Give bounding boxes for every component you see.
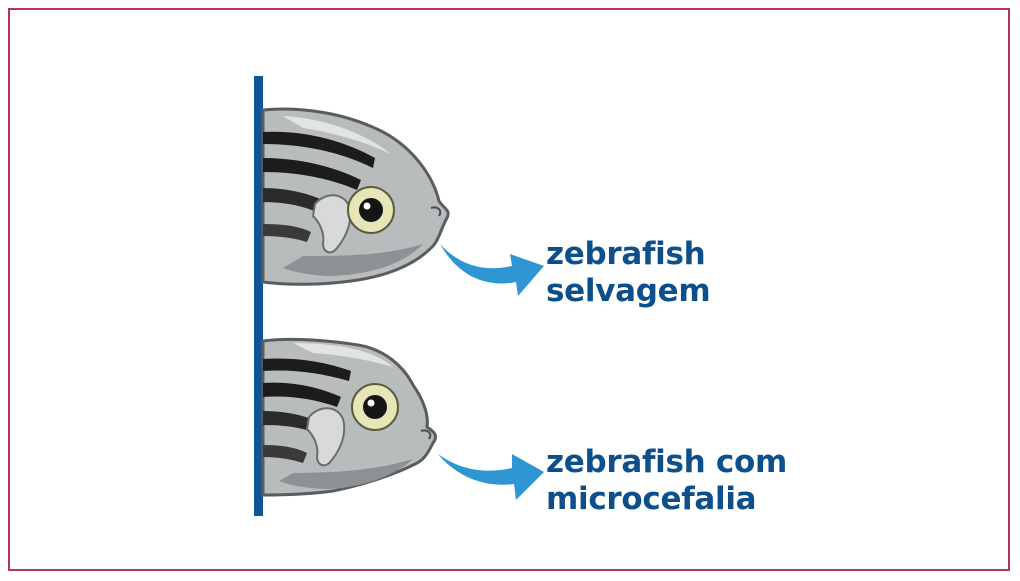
arrow-to-microcephaly-label <box>430 440 560 502</box>
fish-eye-glint <box>364 203 371 210</box>
microcephaly-label: zebrafish com microcefalia <box>546 444 787 518</box>
fish-eye-glint <box>368 400 375 407</box>
fish-eye-pupil <box>359 198 383 222</box>
wild-type-zebrafish-illustration <box>263 106 453 292</box>
wild-type-label-line2: selvagem <box>546 273 710 310</box>
wild-type-label-line1: zebrafish <box>546 236 710 273</box>
microcephaly-label-line2: microcefalia <box>546 481 787 518</box>
wild-type-label: zebrafish selvagem <box>546 236 710 310</box>
arrow-to-wild-type-label <box>430 232 560 302</box>
fish-eye-pupil <box>363 395 387 419</box>
microcephaly-label-line1: zebrafish com <box>546 444 787 481</box>
microcephaly-zebrafish-illustration <box>263 335 453 500</box>
